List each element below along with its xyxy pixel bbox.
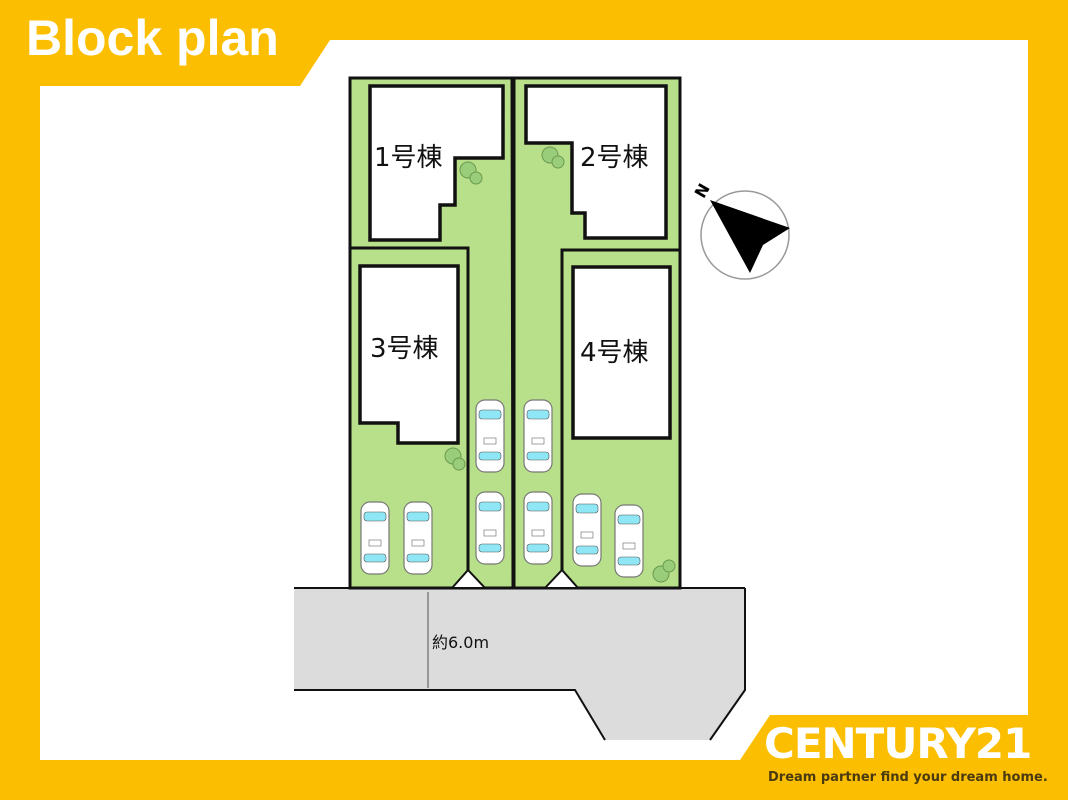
road-width-label: 約6.0m <box>432 633 490 652</box>
tree-icon <box>541 146 565 169</box>
tree-icon <box>444 447 466 471</box>
house-4 <box>571 265 672 440</box>
lot-label-1: 1号棟 <box>374 143 443 173</box>
parking-cars <box>360 399 644 578</box>
house-3 <box>358 264 460 445</box>
car-icon <box>475 491 505 565</box>
car-icon <box>523 491 553 565</box>
tree-icon <box>459 161 483 185</box>
page-title: Block plan <box>26 10 279 66</box>
house-2 <box>524 84 668 240</box>
lot-label-3: 3号棟 <box>370 334 439 364</box>
car-icon <box>523 399 553 473</box>
house-1 <box>368 84 505 242</box>
lot-label-2: 2号棟 <box>580 143 649 173</box>
tree-icon <box>652 559 676 583</box>
car-icon <box>403 501 433 575</box>
car-icon <box>475 399 505 473</box>
brand-tagline: Dream partner find your dream home. <box>768 770 1048 785</box>
car-icon <box>572 493 602 567</box>
access-markers <box>449 568 581 589</box>
car-icon <box>360 501 390 575</box>
lot-label-4: 4号棟 <box>580 338 649 368</box>
car-icon <box>614 504 644 578</box>
north-compass-icon <box>700 190 790 280</box>
brand-logo: CENTURY21 <box>764 719 1032 768</box>
road <box>294 588 745 740</box>
